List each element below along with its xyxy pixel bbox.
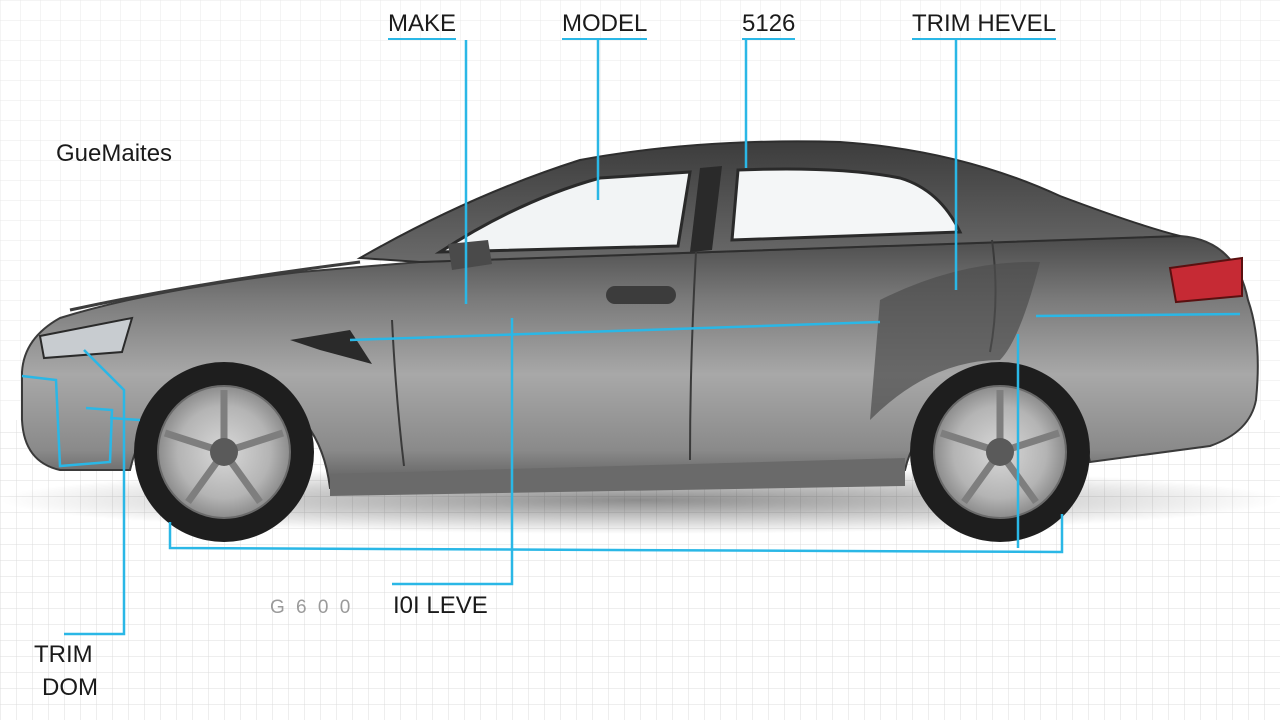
front-bumper-callout [21,374,114,468]
door-handle [606,286,676,304]
trim-sub-label: DOM [42,674,98,701]
door-split-line [689,251,697,461]
b-pillar [690,166,722,252]
rear-belt-callout [1035,312,1241,318]
rear-quarter [870,261,1040,420]
trim-label: TRIM [34,641,93,668]
side-vent [290,330,372,364]
car-body [21,140,1259,496]
model-label: MODEL [562,12,648,40]
rear-wheel [910,362,1090,542]
side-note-label: GueMaites [56,140,173,167]
front-wheel [134,362,314,542]
belt-callout [349,320,881,342]
level-faint-label: G 6 0 0 [270,597,354,618]
callout-lines [21,40,1241,636]
taillight [1168,256,1243,304]
make-label: MAKE [388,12,457,40]
side-mirror [448,240,492,270]
number-label: 5126 [742,12,796,40]
hood-line [69,260,361,312]
trim-level-label: TRIM HEVEL [912,12,1057,40]
rocker-callout [168,514,1064,554]
level-callout [392,318,514,586]
level-label: I0I LEVE [393,592,488,619]
trim-callout [64,349,126,636]
rear-window [730,167,963,242]
side-skirt [330,458,905,496]
front-arch-callout [109,416,141,422]
headlight [38,316,134,360]
